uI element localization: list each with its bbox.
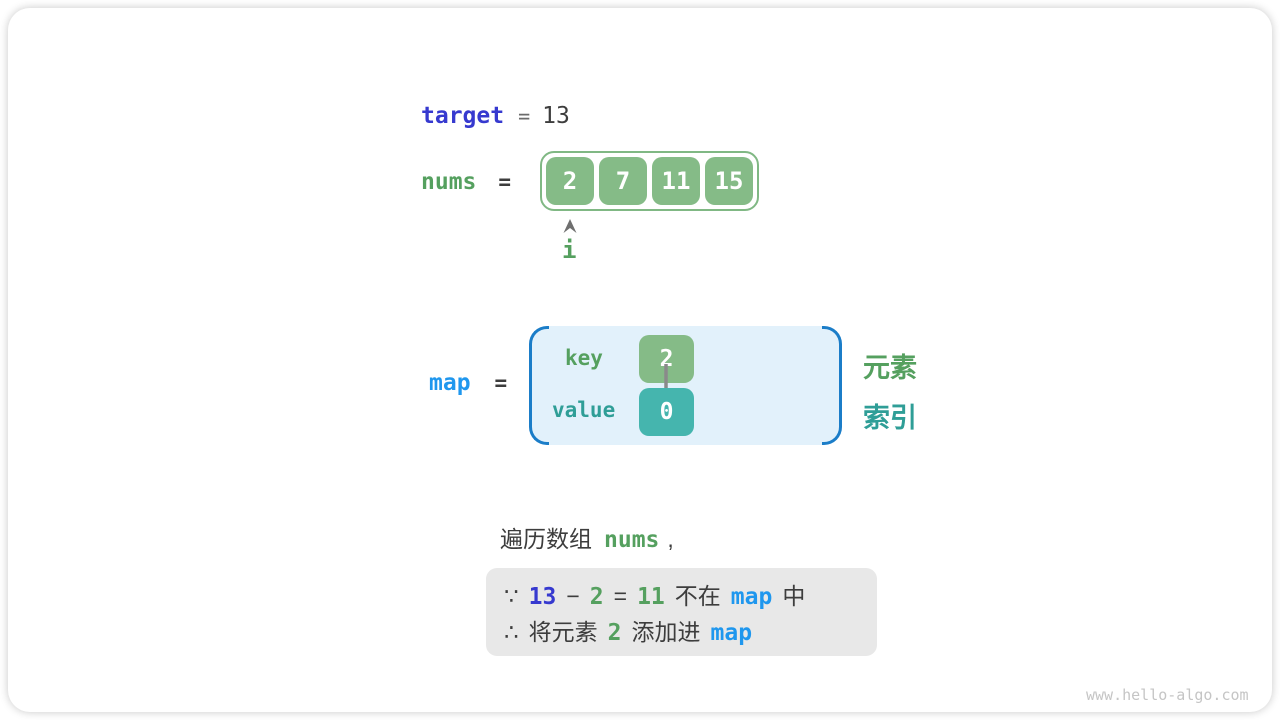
because-symbol: ∵ bbox=[504, 583, 519, 609]
nums-array-cell-3: 15 bbox=[705, 157, 753, 205]
diagram-card: target = 13 nums = 2 7 11 15 i map = key 2 v… bbox=[8, 8, 1272, 712]
target-value: 13 bbox=[542, 103, 570, 129]
map-value-cell: 0 bbox=[639, 388, 694, 436]
nums-array: 2 7 11 15 bbox=[540, 151, 759, 211]
caret-up-icon bbox=[563, 219, 577, 233]
note-add-prefix-text: 将元素 bbox=[528, 619, 598, 645]
map-line-label: map = bbox=[429, 370, 507, 396]
note-map-ref-2: map bbox=[710, 620, 753, 646]
nums-variable: nums bbox=[421, 169, 477, 195]
map-value-label: value bbox=[552, 398, 616, 422]
caption-suffix: , bbox=[667, 526, 674, 552]
caption-line: 遍历数组 nums, bbox=[500, 520, 674, 554]
watermark: www.hello-algo.com bbox=[1086, 686, 1249, 704]
note-in-text: 中 bbox=[782, 583, 806, 609]
nums-equals: = bbox=[498, 170, 512, 194]
note-map-ref-1: map bbox=[730, 584, 773, 610]
note-element-value: 2 bbox=[589, 584, 604, 610]
note-target-value: 13 bbox=[528, 584, 557, 610]
legend-index-label: 索引 bbox=[863, 403, 917, 433]
nums-array-cell-2: 11 bbox=[652, 157, 700, 205]
equals-sign: = bbox=[613, 583, 628, 609]
target-line: target = 13 bbox=[421, 103, 570, 129]
index-pointer-label: i bbox=[562, 236, 577, 264]
therefore-symbol: ∴ bbox=[504, 619, 519, 645]
caption-prefix: 遍历数组 bbox=[500, 526, 592, 552]
nums-array-cell-0: 2 bbox=[546, 157, 594, 205]
target-equals: = bbox=[518, 104, 531, 128]
note-line-1: ∵ 13−2 = 11 不在 map 中 bbox=[504, 579, 859, 615]
minus-sign: − bbox=[566, 583, 580, 609]
legend-element-label: 元素 bbox=[863, 353, 917, 383]
map-equals: = bbox=[494, 371, 508, 395]
map-variable: map bbox=[429, 370, 471, 396]
nums-line-label: nums = bbox=[421, 169, 511, 195]
nums-array-cell-1: 7 bbox=[599, 157, 647, 205]
note-difference-value: 11 bbox=[637, 584, 665, 610]
note-not-in-text: 不在 bbox=[674, 583, 721, 609]
map-key-label: key bbox=[565, 346, 603, 370]
caption-code-nums: nums bbox=[604, 527, 660, 553]
target-variable: target bbox=[421, 103, 505, 129]
note-add-suffix-text: 添加进 bbox=[631, 619, 701, 645]
note-added-value: 2 bbox=[607, 620, 622, 646]
note-line-2: ∴ 将元素 2 添加进 map bbox=[504, 615, 859, 651]
